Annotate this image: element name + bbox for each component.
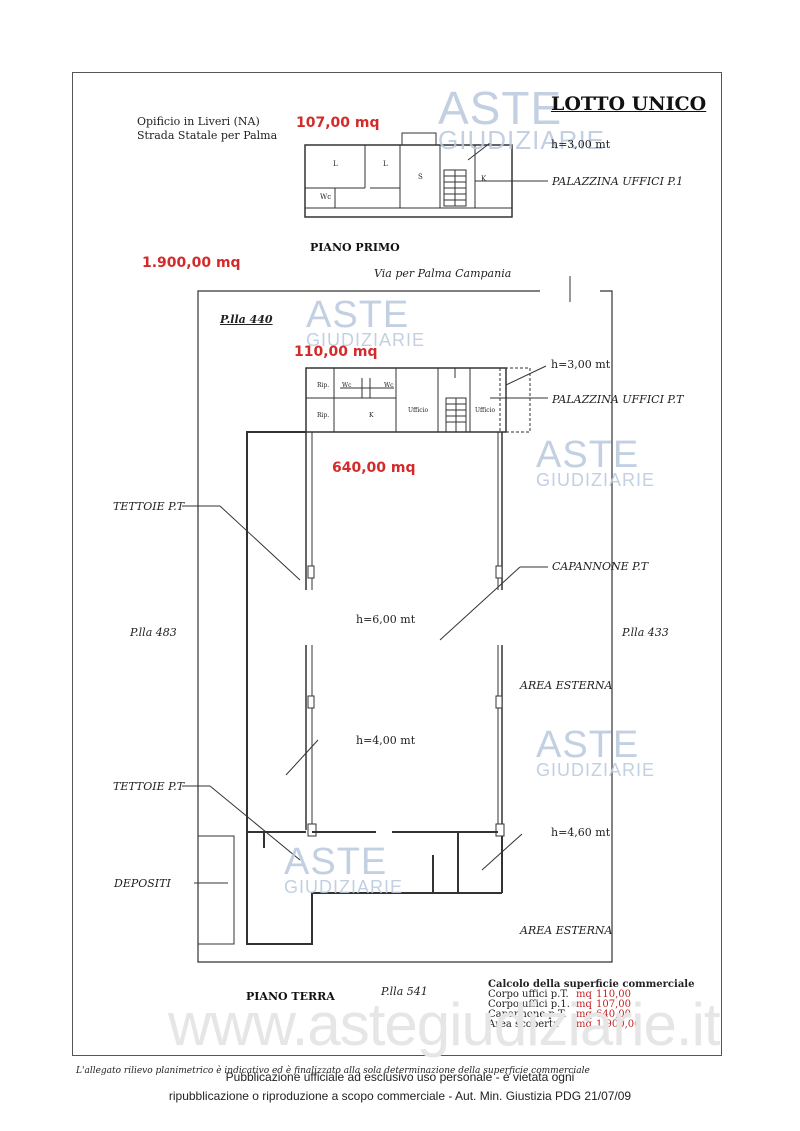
label-palazzina-pt: PALAZZINA UFFICI P.T (552, 393, 684, 406)
ground-office-porch (499, 367, 531, 433)
label-piano-terra: PIANO TERRA (246, 990, 335, 1003)
calc-row: Corpo uffici p.T. mq 110,00 (488, 989, 631, 1000)
height-ground-office: h=3,00 mt (551, 358, 611, 371)
drawing-frame (72, 72, 722, 1056)
site-watermark: www.astegiudiziarie.it (168, 991, 721, 1058)
room-label: Wc (320, 193, 332, 201)
height-depositi: h=4,60 mt (551, 826, 611, 839)
room-label: L (333, 160, 338, 168)
room-label: Ufficio (475, 407, 496, 414)
footer-line1: Pubblicazione ufficiale ad esclusivo uso… (225, 1070, 575, 1084)
watermark-logo: ASTE GIUDIZIARIE (536, 434, 656, 491)
room-label: K (369, 412, 374, 419)
label-plla-483: P.lla 483 (130, 626, 177, 639)
label-depositi: DEPOSITI (114, 877, 171, 890)
area-lot-total: 1.900,00 mq (142, 255, 241, 271)
calc-row: Capannone p.T. mq 640,00 (488, 1009, 631, 1020)
room-label: Rip. (317, 382, 330, 389)
address-line1: Opificio in Liveri (NA) (137, 115, 260, 128)
calc-row: Area scoperta mq 1.900,00 (488, 1019, 641, 1030)
label-tettoie-bottom: TETTOIE P.T (113, 780, 185, 793)
label-area-esterna-2: AREA ESTERNA (520, 924, 613, 937)
disclaimer: L'allegato rilievo planimetrico è indica… (76, 1066, 590, 1076)
label-plla-440: P.lla 440 (220, 313, 273, 326)
calc-title: Calcolo della superficie commerciale (488, 979, 695, 990)
area-ground-office: 110,00 mq (294, 344, 378, 360)
label-via: Via per Palma Campania (374, 267, 512, 280)
height-upper: h=3,00 mt (551, 138, 611, 151)
label-plla-541: P.lla 541 (381, 985, 428, 998)
ground-office-outline (305, 367, 507, 433)
area-warehouse: 640,00 mq (332, 460, 416, 476)
height-tettoie: h=4,00 mt (356, 734, 416, 747)
calc-row: Corpo uffici p.1. mq 107,00 (488, 999, 631, 1010)
room-label: Wc (342, 382, 352, 389)
depositi-block (197, 835, 235, 945)
height-capannone: h=6,00 mt (356, 613, 416, 626)
area-upper-office: 107,00 mq (296, 115, 380, 131)
address-line2: Strada Statale per Palma (137, 129, 278, 142)
footer-line2: ripubblicazione o riproduzione a scopo c… (168, 1089, 632, 1103)
watermark-logo: ASTE GIUDIZIARIE (438, 82, 606, 156)
label-plla-433: P.lla 433 (622, 626, 669, 639)
room-label: S (418, 173, 423, 181)
label-piano-primo: PIANO PRIMO (310, 241, 400, 254)
room-label: Wc (384, 382, 394, 389)
watermark-logo: ASTE GIUDIZIARIE (306, 294, 426, 351)
label-capannone: CAPANNONE P.T (552, 560, 649, 573)
room-label: Rip. (317, 412, 330, 419)
watermark-logo: ASTE GIUDIZIARIE (284, 841, 404, 898)
lot-boundary (197, 290, 613, 963)
room-label: K (481, 175, 487, 183)
label-tettoie-top: TETTOIE P.T (113, 500, 185, 513)
label-area-esterna-1: AREA ESTERNA (520, 679, 613, 692)
lot-title: LOTTO UNICO (551, 93, 707, 115)
label-palazzina-p1: PALAZZINA UFFICI P.1 (552, 175, 684, 188)
watermark-logo: ASTE GIUDIZIARIE (536, 724, 656, 781)
calc-table: Calcolo della superficie commerciale Cor… (488, 980, 694, 1030)
room-label: Ufficio (408, 407, 429, 414)
upper-balcony (401, 132, 437, 146)
room-label: L (383, 160, 388, 168)
